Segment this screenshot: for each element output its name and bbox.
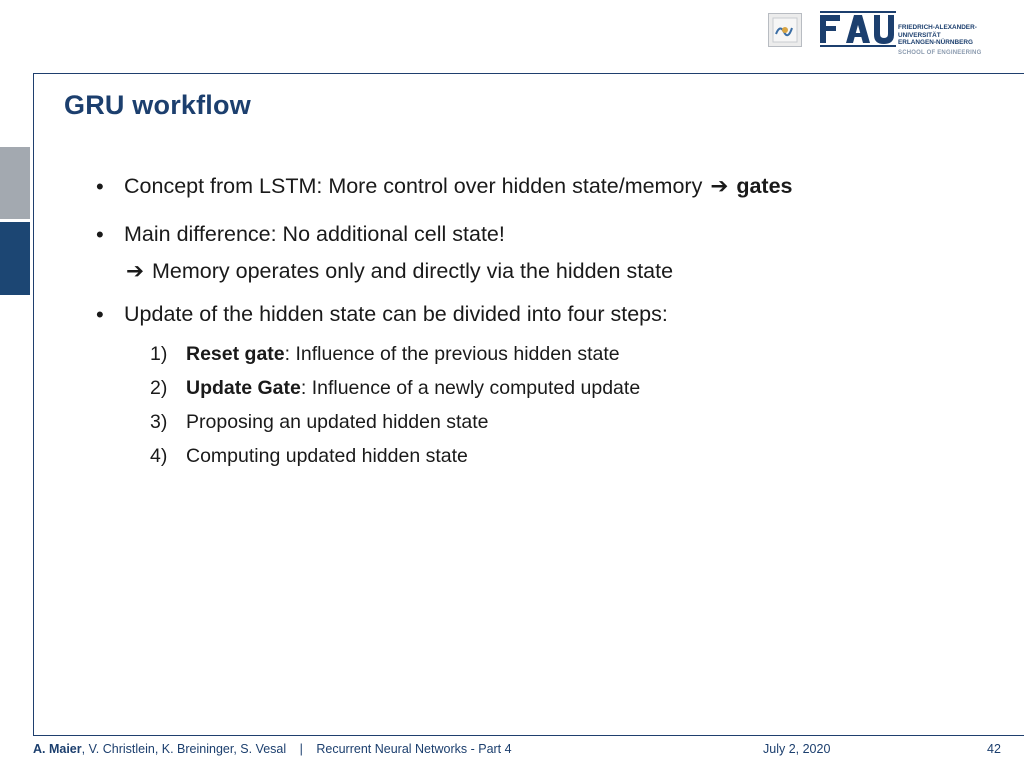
- step-4: 4) Computing updated hidden state: [150, 445, 468, 468]
- step-text: Proposing an updated hidden state: [186, 411, 489, 433]
- arrow-icon: ➔: [126, 259, 145, 283]
- step-bold: Update Gate: [186, 377, 301, 399]
- fau-logo: [820, 11, 896, 52]
- footer-author-bold: A. Maier: [33, 742, 82, 756]
- footer-separator: |: [299, 742, 303, 756]
- footer-date: July 2, 2020: [763, 742, 831, 756]
- footer-authors: A. Maier, V. Christlein, K. Breininger, …: [33, 742, 512, 756]
- bullet-marker: •: [96, 302, 104, 327]
- bullet-2-text: Main difference: No additional cell stat…: [124, 222, 505, 246]
- slide-frame: [33, 73, 1024, 736]
- step-number: 1): [150, 343, 168, 365]
- bullet-2-sub: ➔ Memory operates only and directly via …: [124, 259, 673, 284]
- step-number: 4): [150, 445, 168, 467]
- footer-page-number: 42: [987, 742, 1001, 756]
- footer-authors-rest: , V. Christlein, K. Breininger, S. Vesal: [81, 742, 287, 756]
- step-bold: Reset gate: [186, 343, 285, 365]
- university-line-2: UNIVERSITÄT: [898, 31, 941, 39]
- step-number: 3): [150, 411, 168, 433]
- bullet-marker: •: [96, 174, 104, 199]
- step-text: : Influence of a newly computed update: [300, 377, 641, 399]
- arrow-icon: ➔: [710, 174, 729, 198]
- step-3: 3) Proposing an updated hidden state: [150, 411, 489, 434]
- university-line-3: ERLANGEN-NÜRNBERG: [898, 39, 973, 47]
- step-1: 1) Reset gate: Influence of the previous …: [150, 343, 620, 366]
- university-line-1: FRIEDRICH-ALEXANDER-: [898, 24, 977, 31]
- side-tab-gray: [0, 147, 30, 219]
- bullet-1-bold: gates: [736, 174, 793, 198]
- bullet-1-text: Concept from LSTM: More control over hid…: [124, 174, 793, 199]
- bullet-marker: •: [96, 222, 104, 247]
- step-text: : Influence of the previous hidden state: [284, 343, 620, 365]
- step-2: 2) Update Gate: Influence of a newly comp…: [150, 377, 640, 400]
- bullet-2-sub-text: Memory operates only and directly via th…: [152, 259, 674, 283]
- side-tab-blue: [0, 222, 30, 295]
- school-name: SCHOOL OF ENGINEERING: [898, 50, 982, 56]
- footer-course: Recurrent Neural Networks - Part 4: [316, 742, 512, 756]
- bullet-1-main: Concept from LSTM: More control over hid…: [124, 174, 703, 198]
- bullet-3-text: Update of the hidden state can be divide…: [124, 302, 668, 326]
- step-text: Computing updated hidden state: [186, 445, 468, 467]
- institute-logo-icon: [768, 13, 802, 47]
- slide-title: GRU workflow: [64, 90, 251, 120]
- university-name: FRIEDRICH-ALEXANDER- UNIVERSITÄT ERLANGE…: [898, 24, 977, 47]
- step-number: 2): [150, 377, 168, 399]
